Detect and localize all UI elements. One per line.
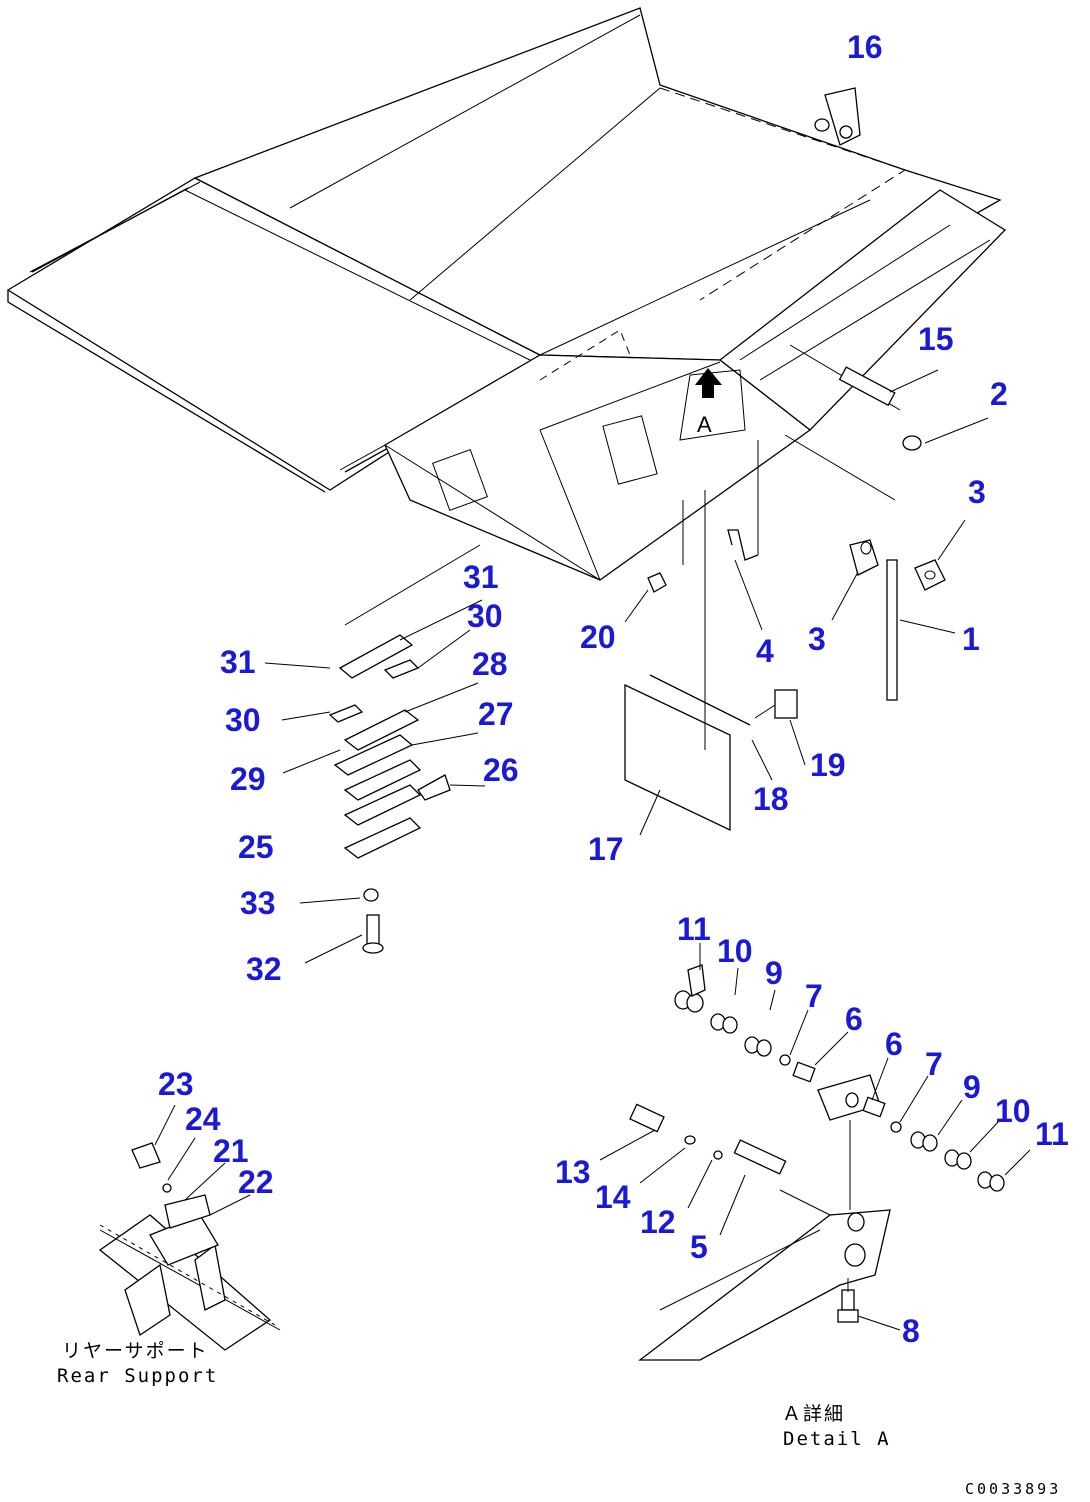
callout-15: 15 — [918, 321, 954, 357]
callout-33: 33 — [240, 885, 276, 921]
rear-support-caption-jp: リヤーサポート — [62, 1340, 209, 1362]
callout-10: 10 — [717, 933, 753, 969]
callout-9: 9 — [963, 1069, 981, 1105]
callout-11: 11 — [677, 911, 711, 947]
callout-32: 32 — [246, 951, 282, 987]
callout-10: 10 — [995, 1093, 1031, 1129]
drawing-code: C0033893 — [965, 1480, 1061, 1498]
callout-23: 23 — [158, 1066, 194, 1102]
callout-6: 6 — [845, 1001, 863, 1037]
callout-2: 2 — [990, 376, 1008, 412]
callout-26: 26 — [483, 752, 519, 788]
callout-14: 14 — [595, 1179, 631, 1215]
detail-a-caption-jp: Ａ詳細 — [782, 1403, 845, 1425]
callout-19: 19 — [810, 747, 846, 783]
callout-7: 7 — [925, 1046, 943, 1082]
callout-18: 18 — [753, 781, 789, 817]
callout-25: 25 — [238, 829, 274, 865]
callout-30: 30 — [467, 598, 503, 634]
callout-11: 11 — [1035, 1116, 1069, 1152]
callout-7: 7 — [805, 978, 823, 1014]
shim-stack — [328, 544, 481, 954]
svg-text:A: A — [697, 412, 712, 437]
callout-31: 31 — [463, 559, 499, 595]
detail-a-assembly — [629, 964, 1005, 1361]
callout-31: 31 — [220, 644, 256, 680]
callout-6: 6 — [885, 1026, 903, 1062]
callout-28: 28 — [472, 646, 508, 682]
callout-leaders — [154, 369, 1031, 1331]
callout-17: 17 — [588, 831, 624, 867]
callouts: 16 15 2 3 3 1 4 20 31 30 31 28 30 27 29 … — [158, 29, 1069, 1349]
callout-5: 5 — [690, 1229, 708, 1265]
rear-support-caption-en: Rear Support — [57, 1365, 218, 1387]
callout-13: 13 — [555, 1154, 591, 1190]
detail-a-caption-en: Detail A — [783, 1428, 891, 1450]
callout-30: 30 — [225, 702, 261, 738]
callout-27: 27 — [478, 696, 514, 732]
callout-4: 4 — [756, 633, 774, 669]
callout-8: 8 — [902, 1313, 920, 1349]
callout-12: 12 — [640, 1204, 676, 1240]
rear-support — [98, 1142, 281, 1351]
callout-29: 29 — [230, 761, 266, 797]
callout-9: 9 — [765, 955, 783, 991]
callout-22: 22 — [238, 1164, 274, 1200]
callout-1: 1 — [962, 621, 980, 657]
callout-21: 21 — [213, 1133, 249, 1169]
callout-20: 20 — [580, 619, 616, 655]
callout-3: 3 — [968, 474, 986, 510]
callout-24: 24 — [185, 1101, 221, 1137]
dump-body: A — [6, 7, 1007, 581]
callout-3: 3 — [808, 621, 826, 657]
mud-flap — [624, 490, 798, 832]
callout-16: 16 — [847, 29, 883, 65]
pin-assembly — [647, 87, 946, 701]
